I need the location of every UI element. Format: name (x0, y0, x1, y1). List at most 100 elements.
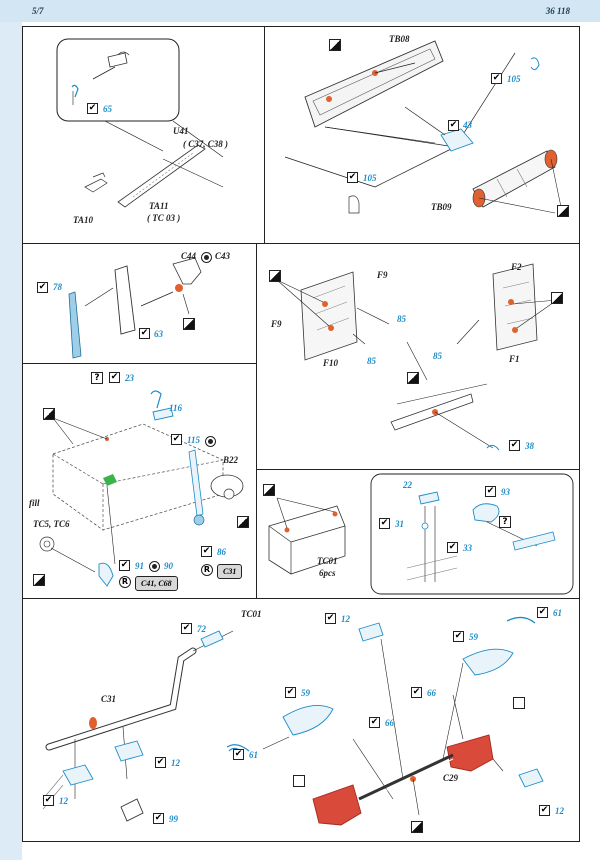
label-tb08: TB08 (389, 34, 410, 44)
fold-icon (411, 821, 423, 833)
part-number-59b: 59 (469, 632, 478, 642)
part-number-115: 115 (187, 435, 201, 445)
part-number-116: 116 (169, 403, 183, 413)
part-number-65: 65 (103, 104, 112, 114)
check-box[interactable]: ✔ (109, 372, 120, 383)
fold-icon (237, 516, 249, 528)
check-box[interactable]: ✔ (139, 328, 150, 339)
check-box[interactable]: ✔ (491, 73, 502, 84)
panel-f9-f1: F9 F9 85 F10 85 F2 85 F1 ✔ 38 (256, 243, 580, 470)
panel-c31-c29: ✔ 72 TC01 ✔ 12 ✔ 61 ✔ 59 C31 ✔ 59 ✔ 66 ✔… (22, 598, 580, 842)
label-u41: U41 (173, 126, 189, 136)
part-number-66b: 66 (427, 688, 436, 698)
label-f10: F10 (323, 358, 339, 368)
part-number-33: 33 (463, 543, 472, 553)
check-box[interactable]: ✔ (325, 613, 336, 624)
check-box[interactable]: ✔ (539, 805, 550, 816)
part-number-86: 86 (217, 547, 226, 557)
check-box[interactable]: ✔ (537, 607, 548, 618)
check-box[interactable]: ✔ (233, 749, 244, 760)
fold-icon (263, 484, 275, 496)
left-margin-stripe (0, 22, 22, 860)
tag-c31: C31 (217, 564, 243, 579)
check-box[interactable]: ✔ (447, 542, 458, 553)
part-number-61b: 61 (249, 750, 258, 760)
part-number-66a: 66 (385, 718, 394, 728)
part-number-43: 43 (463, 120, 472, 130)
check-box[interactable]: ✔ (43, 795, 54, 806)
fold-icon (557, 205, 569, 217)
reverse-icon (149, 561, 160, 572)
panel-f-drawing (276, 263, 558, 451)
check-box[interactable]: ✔ (379, 518, 390, 529)
reverse-icon (205, 436, 216, 447)
part-number-12a: 12 (341, 614, 350, 624)
label-c43: C43 (215, 251, 231, 261)
panel-tb08-tb09: TB08 ✔ 105 ✔ 43 ✔ 105 TB09 (264, 26, 580, 244)
fold-icon (551, 292, 563, 304)
panel-78-63: ✔ 78 ✔ 63 C44 C43 (22, 243, 257, 364)
check-box[interactable]: ✔ (411, 687, 422, 698)
label-tb09: TB09 (431, 202, 452, 212)
part-number-93: 93 (501, 487, 510, 497)
check-box[interactable]: ✔ (119, 560, 130, 571)
label-c31: C31 (101, 694, 117, 704)
label-u41-ref: ( C37, C38 ) (183, 139, 228, 149)
label-tc01-bottom: TC01 (241, 609, 262, 619)
part-number-59a: 59 (301, 688, 310, 698)
part-number-12d: 12 (555, 806, 564, 816)
part-number-91: 91 (135, 561, 144, 571)
label-f2: F2 (511, 262, 522, 272)
reverse-icon (201, 252, 212, 263)
fold-icon (33, 574, 45, 586)
fold-icon (329, 39, 341, 51)
fold-icon (407, 372, 419, 384)
part-number-22: 22 (403, 480, 412, 490)
check-box[interactable]: ✔ (285, 687, 296, 698)
check-box[interactable]: ✔ (347, 172, 358, 183)
part-number-31: 31 (395, 519, 404, 529)
check-box[interactable]: ✔ (171, 434, 182, 445)
label-tc5-tc6: TC5, TC6 (33, 519, 70, 529)
check-box[interactable]: ✔ (369, 717, 380, 728)
glue-icon (293, 775, 305, 787)
check-box[interactable]: ✔ (485, 486, 496, 497)
part-number-78: 78 (53, 282, 62, 292)
fold-icon (269, 270, 281, 282)
part-number-105a: 105 (507, 74, 521, 84)
question-icon: ? (91, 372, 103, 384)
panel-u41-ta10: ✔ 65 U41 ( C37, C38 ) TA11 ( TC 03 ) TA1… (22, 26, 265, 244)
part-number-105b: 105 (363, 173, 377, 183)
check-box[interactable]: ✔ (509, 440, 520, 451)
check-box[interactable]: ✔ (201, 546, 212, 557)
check-box[interactable]: ✔ (153, 813, 164, 824)
part-number-90: 90 (164, 561, 173, 571)
label-fill: fill (29, 498, 40, 508)
label-b22: B22 (223, 455, 239, 465)
part-number-99: 99 (169, 814, 178, 824)
panel-78-drawing (68, 257, 202, 359)
check-box[interactable]: ✔ (87, 103, 98, 114)
check-box[interactable]: ✔ (155, 757, 166, 768)
part-number-61a: 61 (553, 608, 562, 618)
label-f1: F1 (509, 354, 520, 364)
label-f9-b: F9 (271, 319, 282, 329)
fold-icon (183, 318, 195, 330)
panel-deck-drawing (39, 390, 244, 587)
check-box[interactable]: ✔ (453, 631, 464, 642)
check-box[interactable]: ✔ (448, 120, 459, 131)
check-box[interactable]: ✔ (37, 282, 48, 293)
fold-icon (43, 408, 55, 420)
page-number: 5/7 (32, 6, 44, 16)
panel-engine-deck: ? ✔ 23 116 ✔ 115 B22 fill TC5, TC6 ✔ 91 … (22, 363, 257, 599)
label-c29: C29 (443, 773, 459, 783)
check-box[interactable]: ✔ (181, 623, 192, 634)
label-c44: C44 (181, 251, 197, 261)
label-f9-a: F9 (377, 270, 388, 280)
r-symbol-icon: R (119, 576, 131, 588)
label-tc01: TC01 (317, 556, 338, 566)
label-6pcs: 6pcs (319, 568, 336, 578)
panel-u41-drawing (56, 38, 224, 208)
glue-icon (513, 697, 525, 709)
part-number-23: 23 (125, 373, 134, 383)
